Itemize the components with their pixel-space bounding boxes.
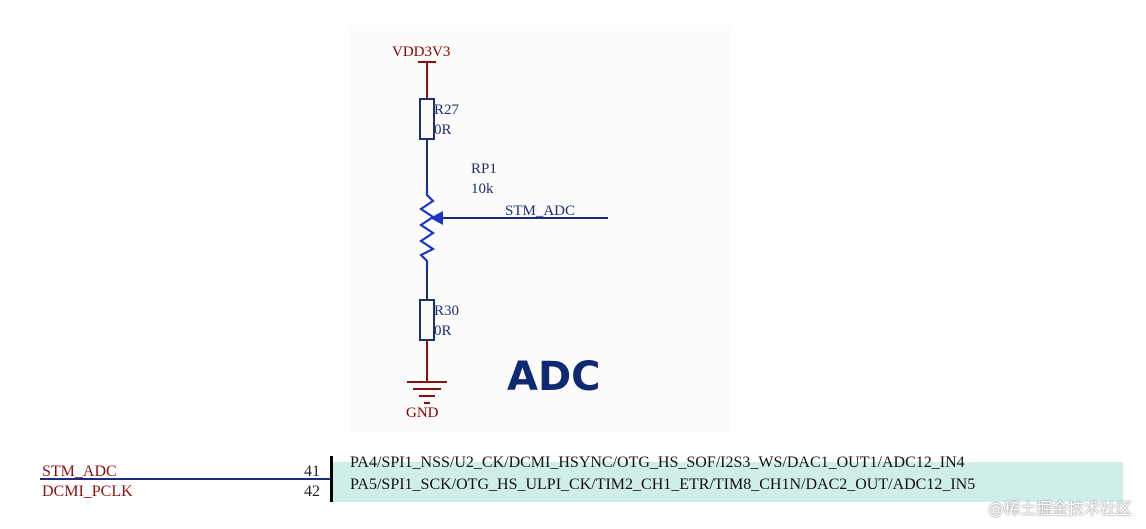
schematic-diagram: VDD3V3 R27 0R RP1 10k STM_ADC R30 0R GND [392, 44, 608, 421]
adc-block-title: ADC [507, 354, 601, 400]
watermark: @稀土掘金技术社区 [987, 499, 1132, 518]
r27-value-label: 0R [434, 122, 452, 138]
resistor-r30 [419, 299, 435, 341]
rp1-ref-label: RP1 [471, 161, 497, 177]
pin-row-41: STM_ADC 41 PA4/SPI1_NSS/U2_CK/DCMI_HSYNC… [0, 454, 1146, 480]
pin-function-text: PA4/SPI1_NSS/U2_CK/DCMI_HSYNC/OTG_HS_SOF… [350, 454, 965, 471]
resistor-r27 [419, 98, 435, 140]
pin-number: 41 [304, 463, 320, 480]
r30-ref-label: R30 [434, 303, 459, 319]
wiper-net-label: STM_ADC [505, 203, 575, 219]
r30-value-label: 0R [434, 323, 452, 339]
ic-body-edge [330, 456, 333, 502]
potentiometer-rp1 [419, 188, 436, 268]
ground-net-label: GND [406, 405, 439, 421]
pin-function-text: PA5/SPI1_SCK/OTG_HS_ULPI_CK/TIM2_CH1_ETR… [350, 476, 976, 493]
mcu-pin-table: STM_ADC 41 PA4/SPI1_NSS/U2_CK/DCMI_HSYNC… [0, 452, 1146, 502]
ic-body [333, 462, 1123, 502]
ground-icon [407, 381, 447, 404]
schematic-panel: VDD3V3 R27 0R RP1 10k STM_ADC R30 0R GND [350, 25, 730, 432]
power-net-label: VDD3V3 [392, 44, 450, 60]
pin-number: 42 [304, 483, 320, 500]
r27-ref-label: R27 [434, 102, 460, 118]
pin-row-42: DCMI_PCLK 42 PA5/SPI1_SCK/OTG_HS_ULPI_CK… [0, 476, 1146, 500]
pin-wire [40, 478, 330, 480]
pin-net-label: STM_ADC [42, 463, 117, 480]
wiper-arrow-icon [430, 211, 443, 225]
rp1-value-label: 10k [471, 181, 494, 197]
pin-net-label: DCMI_PCLK [42, 483, 133, 500]
